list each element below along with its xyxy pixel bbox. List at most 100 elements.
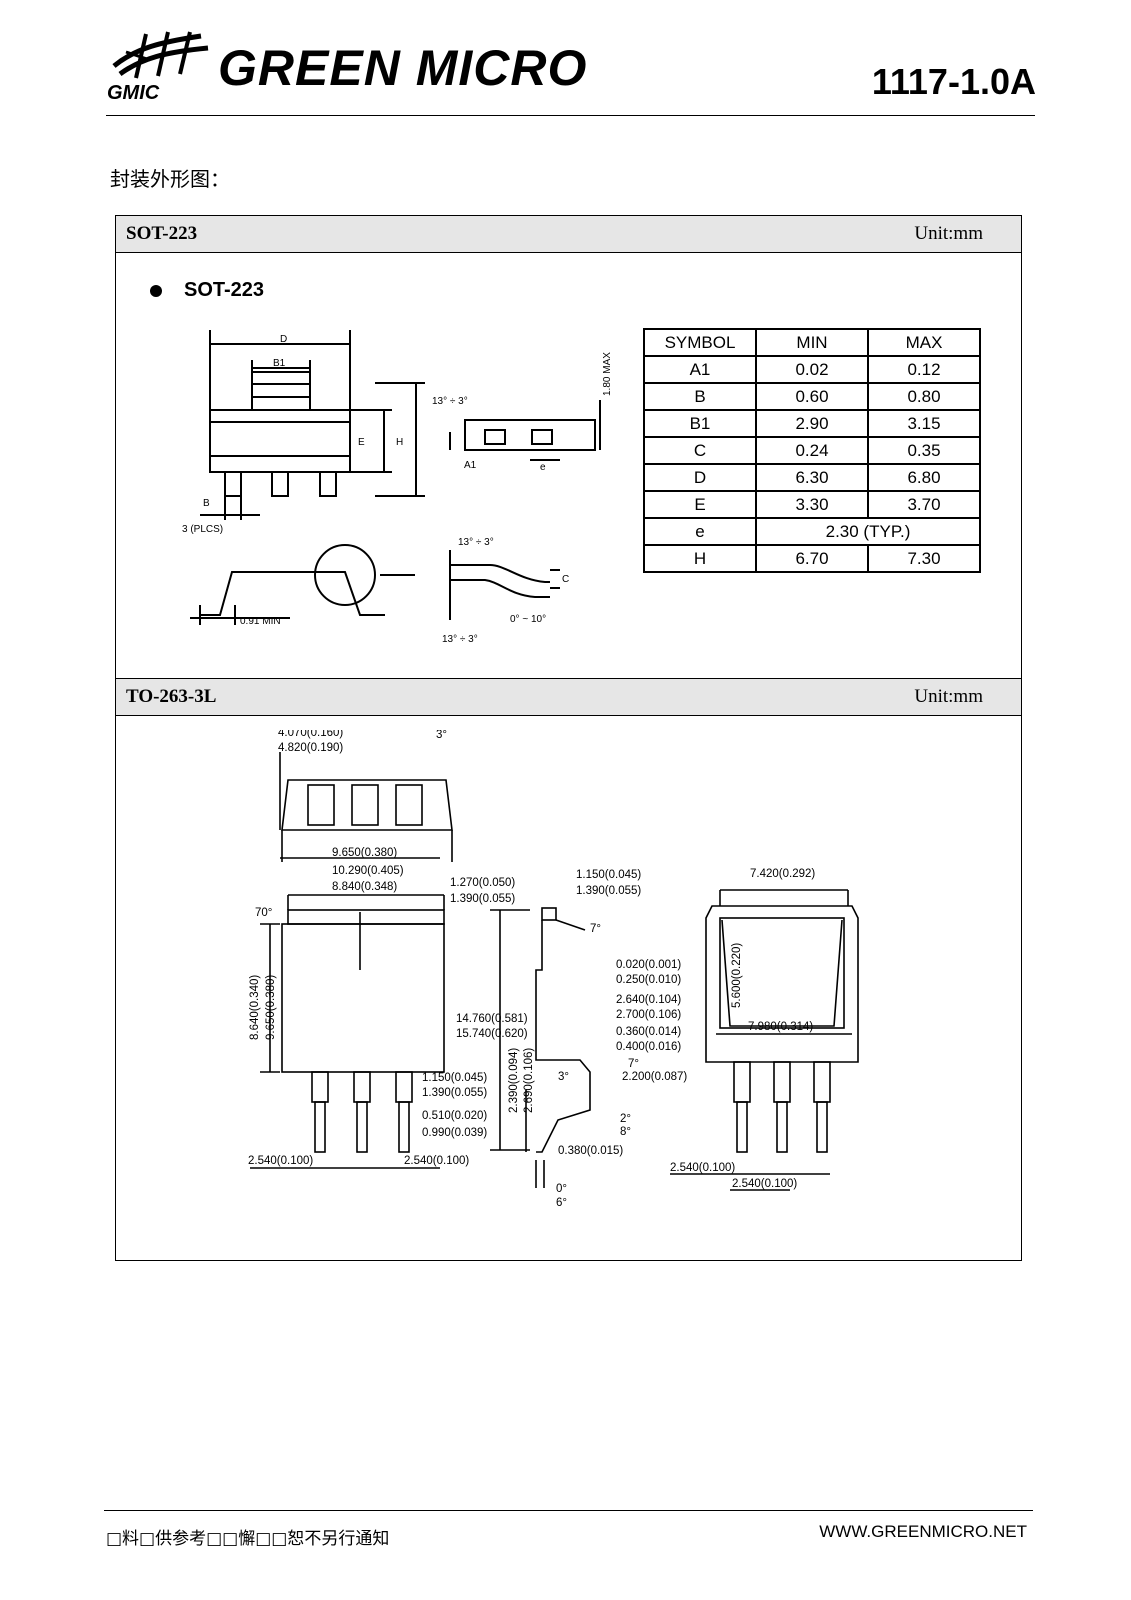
package-header-sot223: SOT-223 Unit:mm — [116, 216, 1021, 253]
dim-label: 2.200(0.087) — [622, 1071, 687, 1083]
section-title: 封装外形图： — [110, 167, 230, 191]
dim-label: 1.150(0.045) — [576, 869, 641, 881]
dim-label: 1.390(0.055) — [576, 885, 641, 897]
label-a1: A1 — [464, 460, 477, 471]
dim-label: 2.540(0.100) — [732, 1178, 797, 1190]
package-name: SOT-223 — [126, 223, 198, 244]
label-b1: B1 — [273, 358, 286, 369]
unit-label: Unit:mm — [914, 686, 983, 707]
package-header-to263: TO-263-3L Unit:mm — [116, 678, 1021, 716]
dim-label: 4.820(0.190) — [278, 742, 343, 754]
table-cell: 3.15 — [867, 409, 981, 438]
table-cell: 3.30 — [755, 490, 869, 519]
dim-label: 5.600(0.220) — [731, 943, 743, 1008]
dim-label: 15.740(0.620) — [456, 1028, 528, 1040]
table-cell: 6.30 — [755, 463, 869, 492]
footer-note: □料□供参考□□懈□□恕不另行通知 — [106, 1529, 390, 1549]
dim-label: 2.540(0.100) — [404, 1155, 469, 1167]
label-angle-top: 13° ÷ 3° — [458, 537, 494, 548]
table-cell: 0.35 — [867, 436, 981, 465]
dim-label: 6° — [556, 1197, 567, 1209]
label-e: E — [358, 437, 365, 448]
dim-label: 7.420(0.292) — [750, 868, 815, 880]
label-angle: 13° ÷ 3° — [432, 396, 468, 407]
website-link[interactable]: WWW.GREENMICRO.NET — [819, 1522, 1027, 1541]
table-cell: 3.70 — [867, 490, 981, 519]
gmic-logo-icon — [112, 31, 209, 79]
table-cell: B1 — [643, 409, 757, 438]
bullet-label: SOT-223 — [184, 279, 265, 301]
table-cell: H — [643, 544, 757, 573]
table-header-cell: SYMBOL — [643, 328, 757, 357]
part-number: 1117-1.0A — [871, 61, 1036, 102]
dim-label: 7° — [590, 923, 601, 935]
table-cell: 0.02 — [755, 355, 869, 384]
logo — [106, 28, 606, 108]
label-angle-bottom: 13° ÷ 3° — [442, 634, 478, 645]
dim-label: 1.150(0.045) — [422, 1072, 487, 1084]
label-plcs: 3 (PLCS) — [182, 524, 223, 535]
dim-label: 0.510(0.020) — [422, 1110, 487, 1122]
label-180max: 1.80 MAX — [602, 352, 613, 396]
dim-label: 70° — [255, 907, 272, 919]
dim-label: 3° — [436, 730, 447, 741]
label-d: D — [280, 334, 287, 345]
dim-label: 2° — [620, 1113, 631, 1125]
table-cell: E — [643, 490, 757, 519]
table-cell: e — [643, 517, 757, 546]
dim-label: 2.690(0.106) — [523, 1048, 535, 1113]
sot223-dimension-table: SYMBOL MIN MAX A1 0.02 0.12 B 0.60 0.80 … — [643, 328, 981, 573]
unit-label: Unit:mm — [914, 223, 983, 244]
dim-label: 0.360(0.014) — [616, 1026, 681, 1038]
dim-label: 9.650(0.380) — [332, 847, 397, 859]
dim-label: 2.540(0.100) — [248, 1155, 313, 1167]
label-h: H — [396, 437, 403, 448]
dim-label: 0° — [556, 1183, 567, 1195]
dim-label: 0.400(0.016) — [616, 1041, 681, 1053]
dim-label: 1.390(0.055) — [450, 893, 515, 905]
table-cell: 0.80 — [867, 382, 981, 411]
table-row: D 6.30 6.80 — [643, 463, 981, 492]
table-cell: A1 — [643, 355, 757, 384]
table-row: E 3.30 3.70 — [643, 490, 981, 519]
dim-label: 8.640(0.340) — [249, 975, 261, 1040]
dim-label: 1.390(0.055) — [422, 1087, 487, 1099]
table-cell: 7.30 — [867, 544, 981, 573]
dim-label: 0.250(0.010) — [616, 974, 681, 986]
dim-label: 10.290(0.405) — [332, 865, 404, 877]
header-divider — [106, 115, 1035, 116]
table-cell: 0.24 — [755, 436, 869, 465]
table-row: A1 0.02 0.12 — [643, 355, 981, 384]
label-091min: 0.91 MIN — [240, 616, 281, 627]
dim-label: 0.990(0.039) — [422, 1127, 487, 1139]
table-cell: 6.70 — [755, 544, 869, 573]
dim-label: 14.760(0.581) — [456, 1013, 528, 1025]
dim-label: 0.380(0.015) — [558, 1145, 623, 1157]
label-e-small: e — [540, 462, 546, 473]
sot223-drawing: D B1 E H B 3 (PLCS) 13° ÷ 3° A1 e 0.91 M… — [182, 330, 613, 645]
dim-label: 7° — [628, 1058, 639, 1070]
table-header-cell: MIN — [755, 328, 869, 357]
table-cell: 2.90 — [755, 409, 869, 438]
table-row: C 0.24 0.35 — [643, 436, 981, 465]
table-cell: 0.12 — [867, 355, 981, 384]
dim-label: 2.700(0.106) — [616, 1009, 681, 1021]
table-row: H 6.70 7.30 — [643, 544, 981, 573]
bullet-icon — [150, 285, 162, 297]
table-cell: 2.30 (TYP.) — [755, 517, 981, 546]
logo-text: GMIC — [107, 82, 160, 104]
dim-label: 8° — [620, 1126, 631, 1138]
table-row: B 0.60 0.80 — [643, 382, 981, 411]
to263-drawing: 4.070(0.160) 4.820(0.190) 3° 9.650(0.380… — [248, 730, 859, 1209]
table-cell: 0.60 — [755, 382, 869, 411]
dim-label: 2.640(0.104) — [616, 994, 681, 1006]
table-header-cell: MAX — [867, 328, 981, 357]
dim-label: 1.270(0.050) — [450, 877, 515, 889]
dim-label: 3° — [558, 1071, 569, 1083]
label-0-10: 0° ~ 10° — [510, 614, 546, 625]
dim-label: 2.540(0.100) — [670, 1162, 735, 1174]
table-cell: 6.80 — [867, 463, 981, 492]
footer-divider — [104, 1510, 1033, 1511]
table-cell: D — [643, 463, 757, 492]
label-c: C — [562, 574, 569, 585]
